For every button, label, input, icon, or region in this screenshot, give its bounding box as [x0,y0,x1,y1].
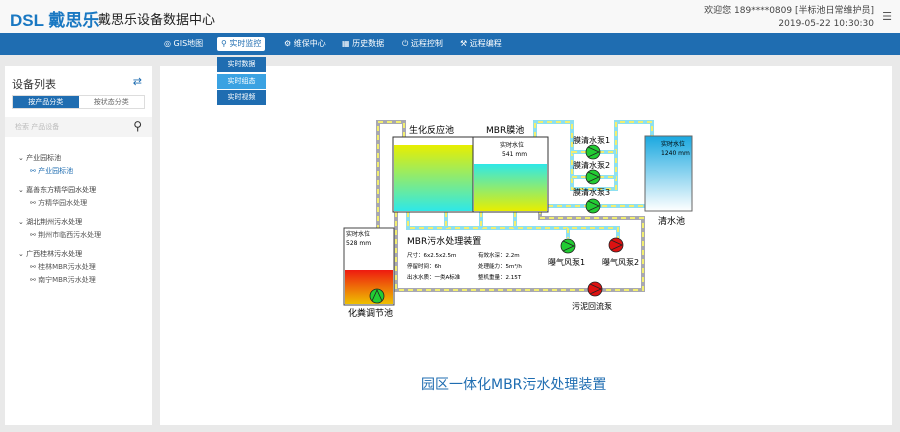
info-depth: 有效水深：2.2m [478,251,520,259]
globe-icon: ◎ [164,39,174,48]
aeration-pump-2-icon[interactable] [608,237,624,253]
tree-item[interactable]: ⚯ 桂林MBR污水处理 [30,263,96,271]
nav-remote-program[interactable]: ⚒ 远程编程 [456,37,506,51]
nav-label: 实时监控 [229,39,262,48]
pump-label: 膜清水泵3 [573,187,610,197]
group-label: 广西桂林污水处理 [26,250,83,258]
tree-item[interactable]: ⚯ 产业园标池 [30,167,74,175]
bio-tank-label: 生化反应池 [409,124,454,136]
user-info: 欢迎您 189****0809 [半标池日常维护员] 2019-05-22 10… [704,5,874,31]
bio-tank-water [394,145,473,211]
pump-label: 曝气风泵2 [602,257,639,267]
category-tabs: 按产品分类 按状态分类 [12,95,145,109]
menu-realtime-scada[interactable]: 实时组态 [217,73,266,89]
gear-icon: ⚙ [284,39,294,48]
mbr-tank-water [474,164,547,211]
monitor-dropdown: 实时数据 实时组态 实时视频 [217,57,266,107]
device-tree: ⌄ 产业园标池 ⚯ 产业园标池 ⌄ 嘉善东方精华园水处理 ⚯ 方精华园水处理 ⌄… [18,152,101,293]
info-title: MBR污水处理装置 [407,235,481,247]
item-label: 方精华园水处理 [38,199,88,207]
search-placeholder: 检索 产品设备 [15,123,60,131]
nav-label: GIS地图 [173,39,204,48]
level-label: 实时水位 [346,230,370,238]
nav-remote-control[interactable]: ⏻ 远程控制 [398,37,447,51]
diagram-title: 园区一体化MBR污水处理装置 [421,377,607,393]
app-title: 戴思乐设备数据中心 [98,13,216,28]
level-label: 实时水位 [661,140,685,148]
main-panel [160,66,892,425]
sludge-return-pump-icon[interactable] [587,281,603,297]
tree-item[interactable]: ⚯ 南宁MBR污水处理 [30,276,96,284]
group-label: 嘉善东方精华园水处理 [26,186,97,194]
tree-item[interactable]: ⚯ 荆州市临西污水处理 [30,231,102,239]
info-capacity: 处理能力：5m³/h [478,262,522,270]
tree-group[interactable]: ⌄ 湖北荆州污水处理 [18,218,83,226]
septic-tank-water [345,270,393,304]
info-size: 尺寸：6x2.5x2.5m [407,251,456,259]
level-label: 实时水位 [500,141,524,149]
nav-maintenance[interactable]: ⚙ 维保中心 [280,37,330,51]
wrench-icon: ⚒ [460,39,470,48]
clean-water-tank [644,135,693,212]
main-nav: ◎ GIS地图 ⚲ 实时监控 ⚙ 维保中心 ▦ 历史数据 ⏻ 远程控制 ⚒ 远程… [0,33,900,55]
search-input[interactable]: 检索 产品设备 ⚲ [5,117,152,137]
septic-level: 528 mm [346,240,371,247]
list-icon[interactable]: ☰ [882,10,892,23]
info-quality: 出水水质：一类A标准 [407,273,461,281]
datetime: 2019-05-22 10:30:30 [778,19,874,29]
aeration-pump-1-icon[interactable] [560,238,576,254]
tree-group[interactable]: ⌄ 嘉善东方精华园水处理 [18,186,97,194]
item-label: 南宁MBR污水处理 [38,276,96,284]
nav-history[interactable]: ▦ 历史数据 [338,37,388,51]
group-label: 产业园标池 [26,154,62,162]
menu-realtime-data[interactable]: 实时数据 [217,57,266,72]
septic-tank-label: 化粪调节池 [348,307,393,319]
pump-label: 膜清水泵1 [573,135,610,145]
pump-label: 膜清水泵2 [573,160,610,170]
menu-realtime-video[interactable]: 实时视频 [217,90,266,105]
power-icon: ⏻ [402,39,411,48]
welcome-text: 欢迎您 189****0809 [半标池日常维护员] [704,6,874,16]
tab-by-product[interactable]: 按产品分类 [13,96,79,108]
nav-realtime-monitor[interactable]: ⚲ 实时监控 [217,37,266,51]
pipe [377,121,405,296]
calendar-icon: ▦ [342,39,353,48]
header: DSL 戴思乐 戴思乐设备数据中心 欢迎您 189****0809 [半标池日常… [0,0,900,33]
item-label: 产业园标池 [38,167,74,175]
membrane-pump-2-icon[interactable] [585,169,601,185]
septic-lift-pump-icon[interactable] [369,288,385,304]
device-list-title: 设备列表 [12,78,56,91]
nav-label: 远程控制 [410,39,443,48]
nav-label: 维保中心 [293,39,326,48]
tab-by-status[interactable]: 按状态分类 [93,98,129,106]
search-icon[interactable]: ⚲ [133,119,142,133]
logo: DSL 戴思乐 [10,11,100,30]
tree-group[interactable]: ⌄ 产业园标池 [18,154,62,162]
clean-level: 1240 mm [661,150,690,157]
sidebar: 设备列表 ⇄ 按产品分类 按状态分类 检索 产品设备 ⚲ ⌄ 产业园标池 ⚯ 产… [5,66,152,425]
nav-gis-map[interactable]: ◎ GIS地图 [160,37,207,51]
membrane-pump-1-icon[interactable] [585,144,601,160]
pump-label: 污泥回流泵 [572,301,612,311]
group-label: 湖北荆州污水处理 [26,218,83,226]
search-icon: ⚲ [221,39,230,48]
nav-label: 历史数据 [352,39,385,48]
info-weight: 整机重量：2.15T [478,273,522,281]
pipe [534,121,653,190]
clean-tank-label: 清水池 [658,215,685,227]
tree-item[interactable]: ⚯ 方精华园水处理 [30,199,88,207]
pipe [395,212,644,291]
item-label: 荆州市临西污水处理 [38,231,102,239]
membrane-pump-3-icon[interactable] [585,198,601,214]
mbr-tank-label: MBR膜池 [486,124,524,136]
nav-label: 远程编程 [469,39,502,48]
mbr-level: 541 mm [502,151,527,158]
item-label: 桂林MBR污水处理 [38,263,96,271]
tree-group[interactable]: ⌄ 广西桂林污水处理 [18,250,83,258]
info-time: 停留时间：6h [407,262,442,270]
swap-icon[interactable]: ⇄ [132,75,142,88]
pump-label: 曝气风泵1 [548,257,585,267]
